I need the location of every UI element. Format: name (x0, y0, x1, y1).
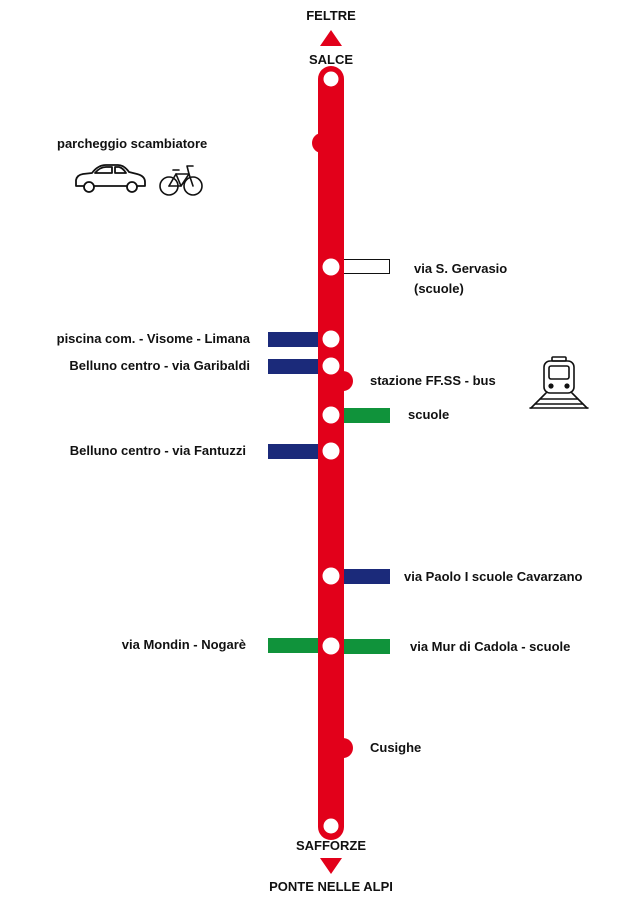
stop-circle-nogare-cadola (322, 637, 340, 655)
stop-label-parking: parcheggio scambiatore (57, 136, 207, 151)
train-icon (529, 356, 589, 409)
connection-bar-nogare (268, 638, 319, 653)
north-direction-arrow (320, 30, 342, 46)
connection-bar-scuole (343, 408, 390, 423)
south-direction-arrow (320, 858, 342, 874)
south-direction-label: PONTE NELLE ALPI (269, 879, 393, 894)
stop-label-station: stazione FF.SS - bus (370, 373, 496, 388)
stop-circle-visome (322, 330, 340, 348)
stop-label-cadola: via Mur di Cadola - scuole (410, 639, 570, 654)
stop-label-gervasio-2: (scuole) (414, 281, 464, 296)
connection-bar-visome (268, 332, 319, 347)
connection-bar-fantuzzi (268, 444, 319, 459)
stop-circle-gervasio (322, 258, 340, 276)
stop-label-visome: piscina com. - Visome - Limana (57, 331, 251, 346)
north-direction-label: FELTRE (306, 8, 356, 23)
connection-bar-cadola (343, 639, 390, 654)
stop-label-nogare: via Mondin - Nogarè (122, 637, 246, 652)
stop-circle-safforze (323, 818, 339, 834)
car-icon (75, 164, 146, 193)
stop-circle-scuole (322, 406, 340, 424)
connection-bar-gervasio (343, 259, 390, 274)
stop-circle-garibaldi (322, 357, 340, 375)
stop-label-scuole: scuole (408, 407, 449, 422)
stop-circle-salce (323, 71, 339, 87)
connection-bar-cavarzano (343, 569, 390, 584)
stop-label-garibaldi: Belluno centro - via Garibaldi (69, 358, 250, 373)
stop-label-fantuzzi: Belluno centro - via Fantuzzi (70, 443, 246, 458)
south-terminal-label: SAFFORZE (296, 838, 366, 853)
stop-label-cusighe: Cusighe (370, 740, 421, 755)
stop-label-gervasio-1: via S. Gervasio (414, 261, 507, 276)
north-terminal-label: SALCE (309, 52, 353, 67)
stop-circle-fantuzzi (322, 442, 340, 460)
stop-circle-cavarzano (322, 567, 340, 585)
stop-label-cavarzano: via Paolo I scuole Cavarzano (404, 569, 583, 584)
connection-bar-garibaldi (268, 359, 319, 374)
bicycle-icon (159, 165, 203, 196)
